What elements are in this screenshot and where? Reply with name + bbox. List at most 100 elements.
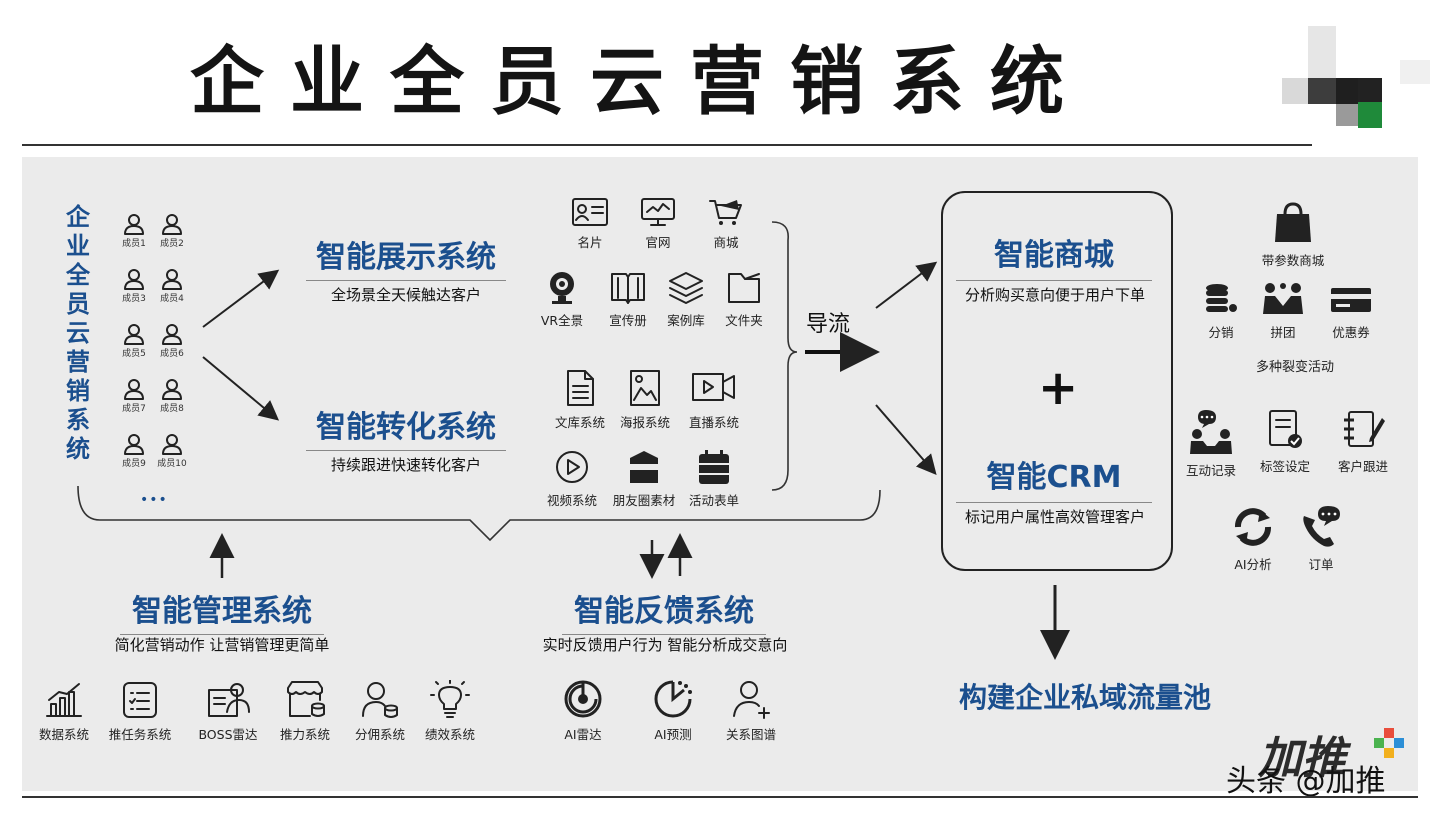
person-icon — [112, 322, 156, 346]
management-title: 智能管理系统 — [120, 586, 324, 635]
refresh-icon — [1222, 504, 1284, 550]
person-icon — [112, 212, 156, 236]
vr全景-tool: VR全景 — [528, 270, 596, 329]
优惠券-tool: 优惠券 — [1320, 280, 1382, 341]
member-item: 成员6 — [150, 322, 194, 359]
member-item: 成员3 — [112, 267, 156, 304]
member-label: 成员8 — [160, 404, 184, 414]
group-icon — [1252, 280, 1314, 318]
直播系统-tool: 直播系统 — [676, 368, 752, 431]
display-system-subtitle: 全场景全天候触达客户 — [330, 286, 481, 304]
tool-label: 文库系统 — [554, 415, 605, 430]
member-label: 成员3 — [122, 294, 146, 304]
推力系统-tool: 推力系统 — [272, 680, 338, 743]
boss雷达-tool: BOSS雷达 — [186, 680, 270, 743]
tool-label: 推力系统 — [279, 727, 330, 742]
案例库-tool: 案例库 — [652, 270, 720, 329]
tool-label: 关系图谱 — [725, 727, 776, 742]
phone-chat-icon — [1290, 504, 1352, 550]
convert-system-subtitle: 持续跟进快速转化客户 — [330, 456, 481, 474]
feedback-title: 智能反馈系统 — [562, 586, 766, 635]
feedback-subtitle: 实时反馈用户行为 智能分析成交意向 — [542, 636, 788, 654]
tool-label: 直播系统 — [688, 415, 739, 430]
tool-label: 名片 — [577, 235, 603, 250]
拼团-tool: 拼团 — [1252, 280, 1314, 341]
jiatui-logo: 加推 — [1258, 733, 1346, 784]
朋友圈素材-tool: 朋友圈素材 — [604, 448, 684, 509]
tool-label: AI预测 — [654, 727, 692, 742]
tool-label: 绩效系统 — [424, 727, 475, 742]
person-icon — [150, 377, 194, 401]
ai分析-tool: AI分析 — [1222, 504, 1284, 573]
page-title: 企业全员云营销系统 — [190, 38, 1090, 125]
member-item: 成员8 — [150, 377, 194, 414]
display-system-title: 智能展示系统 — [306, 232, 506, 281]
chart-icon — [30, 680, 98, 720]
分佣系统-tool: 分佣系统 — [348, 680, 412, 743]
mall-crm-box — [941, 191, 1173, 571]
crm-title: 智能CRM — [956, 452, 1152, 503]
person-icon — [150, 267, 194, 291]
convert-system-title: 智能转化系统 — [306, 402, 506, 451]
tag-doc-icon — [1250, 408, 1320, 452]
tool-label: 订单 — [1308, 557, 1334, 572]
plus-sign: + — [1038, 360, 1079, 416]
lightbulb-icon — [416, 680, 484, 720]
tool-label: AI分析 — [1234, 557, 1272, 572]
tool-label: 朋友圈素材 — [612, 493, 676, 508]
boss-radar-icon — [186, 680, 270, 720]
live-video-icon — [676, 368, 752, 408]
layers-icon — [652, 270, 720, 306]
chat-people-icon — [1176, 408, 1246, 456]
task-list-icon — [100, 680, 180, 720]
member-label: 成员9 — [122, 459, 146, 469]
带参数商城-tool: 带参数商城 — [1238, 200, 1348, 269]
tool-label: 宣传册 — [609, 313, 647, 328]
tool-label: 带参数商城 — [1261, 253, 1325, 268]
tool-label: 互动记录 — [1185, 463, 1236, 478]
member-item: 成员2 — [150, 212, 194, 249]
关系图谱-tool: 关系图谱 — [716, 678, 786, 743]
tool-label: 客户跟进 — [1337, 459, 1388, 474]
标签设定-tool: 标签设定 — [1250, 408, 1320, 475]
tool-label: 推任务系统 — [108, 727, 172, 742]
tool-label: 活动表单 — [688, 493, 739, 508]
mall-title: 智能商城 — [956, 230, 1152, 281]
brochure-icon — [594, 270, 662, 306]
private-pool-title: 构建企业私域流量池 — [958, 681, 1211, 714]
shopping-bag-icon — [1238, 200, 1348, 246]
jiatui-logo-icon — [1374, 728, 1404, 758]
名片-tool: 名片 — [556, 196, 624, 251]
person-icon — [150, 322, 194, 346]
订单-tool: 订单 — [1290, 504, 1352, 573]
tool-label: VR全景 — [540, 313, 584, 328]
tool-label: 案例库 — [667, 313, 705, 328]
tool-label: 拼团 — [1270, 325, 1296, 340]
tool-label: 海报系统 — [619, 415, 670, 430]
commission-icon — [348, 680, 412, 720]
form-icon — [678, 448, 750, 486]
宣传册-tool: 宣传册 — [594, 270, 662, 329]
moments-icon — [604, 448, 684, 486]
tool-label: BOSS雷达 — [198, 727, 258, 742]
客户跟进-tool: 客户跟进 — [1328, 408, 1398, 475]
management-subtitle: 简化营销动作 让营销管理更简单 — [114, 636, 330, 654]
person-icon — [150, 432, 194, 456]
coins-icon — [1190, 280, 1252, 318]
member-label: 成员4 — [160, 294, 184, 304]
member-item: 成员4 — [150, 267, 194, 304]
tool-label: 商城 — [713, 235, 739, 250]
tool-label: 视频系统 — [546, 493, 597, 508]
member-label: 成员10 — [157, 459, 187, 469]
shop-icon — [692, 196, 760, 228]
tool-label: 文件夹 — [725, 313, 763, 328]
member-label: 成员6 — [160, 349, 184, 359]
tool-label: 分佣系统 — [354, 727, 405, 742]
fission-caption: 多种裂变活动 — [1255, 360, 1334, 375]
document-icon — [542, 368, 618, 408]
商城-tool: 商城 — [692, 196, 760, 251]
bottom-divider — [22, 796, 1418, 798]
store-coins-icon — [272, 680, 338, 720]
person-icon — [112, 377, 156, 401]
